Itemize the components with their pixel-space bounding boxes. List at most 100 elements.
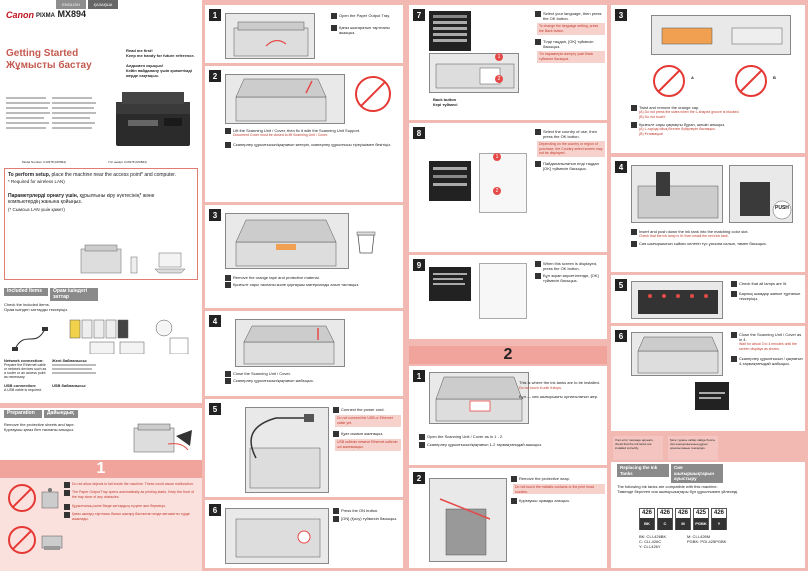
cap-no-icon-a (653, 65, 685, 97)
step6-bullet-kk (333, 516, 339, 522)
lang-english-tab[interactable]: ENGLISH (56, 0, 86, 9)
col4-step6-bullet-en (731, 332, 737, 338)
sec2-step1-note-en2: Do not touch it until it stops. (519, 386, 562, 390)
ink-name-5: PGBK: PGI-425PGBK (687, 539, 727, 544)
step5-note-kk: USB кабелін немесе Ethernet кабелін әлі … (335, 439, 401, 451)
step4-image (235, 319, 345, 367)
step4-panel: 4 Close the Scanning Unit / Cover. Скане… (205, 311, 403, 396)
col4-step3-note1: (A) Do not press the sides when the L-sh… (639, 110, 740, 114)
col4-step4-note-en: Check that the ink lamp is lit, then ins… (639, 234, 729, 238)
col4-step5-bullet-en (731, 281, 737, 287)
step9-bullet-en (535, 261, 541, 267)
step3-text-kk: Қызғылт сары таспаны және қорғаушы матер… (233, 282, 360, 287)
usb-connection-title: USB connection: (4, 383, 37, 388)
canon-logo: Canon (6, 10, 34, 20)
col4-step6-text-kk: Сканерлеу құрылғысын / қақпағын 4-тармақ… (739, 356, 803, 366)
step-number-9: 9 (413, 259, 425, 271)
net-connection-title-kk: Желі байланысы: (52, 358, 88, 363)
step9-keypad-image (479, 263, 527, 319)
step-number-1: 1 (209, 9, 221, 21)
step7-bullet-en (535, 11, 541, 17)
step8-marker-1: 1 (493, 153, 501, 161)
step9-screen-image (429, 267, 471, 301)
setup-text-kk: құрылғыны кіру нүктесінің* және компьюте… (8, 193, 155, 205)
step6-image (225, 508, 329, 564)
step2-text-en: Lift the Scanning Unit / Cover, then fix… (233, 128, 361, 133)
step2-bullet-en (225, 128, 231, 134)
step3-bullet-kk (225, 282, 231, 288)
sec2-step1-note-kk: Бұл — сия шығыршығы орнатылатын жер. (519, 394, 599, 399)
step8-bullet-en (535, 129, 541, 135)
ink-name-1: BK: CLI-426BK (639, 534, 667, 539)
col4-step-number-5: 5 (615, 279, 627, 291)
step5-image (245, 407, 329, 493)
warn-text-2: The Paper Output Tray opens automaticall… (72, 490, 194, 499)
col4-step5-panel: 5 Check that all lamps are lit. Барлық ш… (611, 275, 805, 323)
title-kazakh: Жұмысты бастау (6, 60, 92, 71)
step8-marker-2: 2 (493, 187, 501, 195)
lang-kazakh-tab[interactable]: ҚАЗАҚША (88, 0, 118, 9)
step5-bullet-kk (333, 431, 339, 437)
ink-name-4: Y: CLI-426Y (639, 544, 661, 549)
legal-text-block-kk (52, 97, 96, 147)
step7-marker-2: 2 (495, 75, 503, 83)
col4-step3-note1-kk: (A) L-тәрізді ойық бітелсе бүйірлерін ба… (639, 127, 716, 131)
step2-no-icon (355, 76, 391, 112)
step-number-8: 8 (413, 127, 425, 139)
preparation-header-kk: Дайындық (44, 410, 78, 418)
step1-bullet-kk (331, 25, 337, 31)
step8-note-en: Depending on the country or region of pu… (537, 141, 605, 157)
cap-twist-image (651, 15, 791, 55)
setup-footnote-kk: (* Сымсыз LAN үшін қажет) (8, 207, 65, 212)
col4-step-number-4: 4 (615, 161, 627, 173)
warn-text-1: Do not allow objects to fall inside the … (72, 482, 194, 486)
step8-panel: 8 1 2 Select the country of use, then pr… (409, 123, 607, 252)
push-label: PUSH (775, 205, 789, 211)
step1-bullet-en (331, 13, 337, 19)
sec2-step2-text-kk: Қорғауыш орамды алыңыз. (519, 498, 570, 503)
step4-text-en: Close the Scanning Unit / Cover. (233, 371, 291, 376)
printer-cover-image (108, 84, 198, 154)
col4-step3-text-en: Twist and remove the orange cap. (639, 105, 700, 110)
section2-banner: 2 (409, 346, 607, 364)
sec2-step1-image (429, 372, 529, 424)
replacing-header-kk: Сия шығыршықтарын ауыстыру (671, 464, 723, 483)
included-header-kk: Орам ішіндегі заттар (50, 288, 98, 301)
step2-note-en: Document Cover must be closed to lift Sc… (233, 133, 328, 137)
no-obstacles-icon (8, 526, 36, 554)
step7-panel-image (429, 53, 519, 93)
step7-marker-1: 1 (495, 53, 503, 61)
col4-step6-text-en: Close the Scanning Unit / Cover as in 4. (739, 332, 802, 342)
cable-image (10, 324, 50, 354)
warn-text-kk-1: Құрылғының ішіне бөгде заттардың түсуіне… (72, 504, 166, 508)
col4-step4-bullet-kk (631, 241, 637, 247)
step7-note-kk: Тіл параметрін өзгерту үшін Back түймесі… (537, 51, 605, 63)
sec2-step1-note-en: This is where the ink tanks are to be in… (519, 380, 600, 385)
step3-panel: 3 Remove the orange tape and protective … (205, 205, 403, 308)
step2-image (225, 74, 345, 124)
step-number-6: 6 (209, 504, 221, 516)
step7-bullet-kk (535, 39, 541, 45)
read-first-kk: Алдымен оқыңыз! (126, 63, 164, 68)
trash-icon (355, 229, 377, 255)
setup-illustration (75, 239, 195, 277)
net-connection-text: Prepare the Ethernet cable or network de… (4, 363, 47, 379)
included-items-image (60, 314, 198, 355)
step3-image (225, 213, 349, 269)
section1-warning-panel: Do not allow objects to fall inside the … (0, 478, 202, 571)
col4-step4-bullet-en (631, 229, 637, 235)
step9-text-en: When this screen is displayed, press the… (543, 261, 598, 271)
step4-bullet-kk (225, 378, 231, 384)
sec2-step1-panel: 1 This is where the ink tanks are to be … (409, 366, 607, 465)
step5-text-kk: Қуат сымын жалғаңыз. (341, 431, 384, 436)
step7-text-en: Select your language, then press the OK … (543, 11, 602, 21)
step9-panel: 9 When this screen is displayed, press t… (409, 255, 607, 339)
preparation-line-kk: Қорғауыш қағаз бен таспаны алыңыз. (4, 427, 75, 432)
col4-step6-bullet-kk (731, 356, 737, 362)
step6-text-en: Press the ON button. (341, 508, 379, 513)
usb-connection-title-kk: USB байланысы: (52, 383, 87, 388)
step-number-3: 3 (209, 209, 221, 221)
step-number-5: 5 (209, 403, 221, 415)
